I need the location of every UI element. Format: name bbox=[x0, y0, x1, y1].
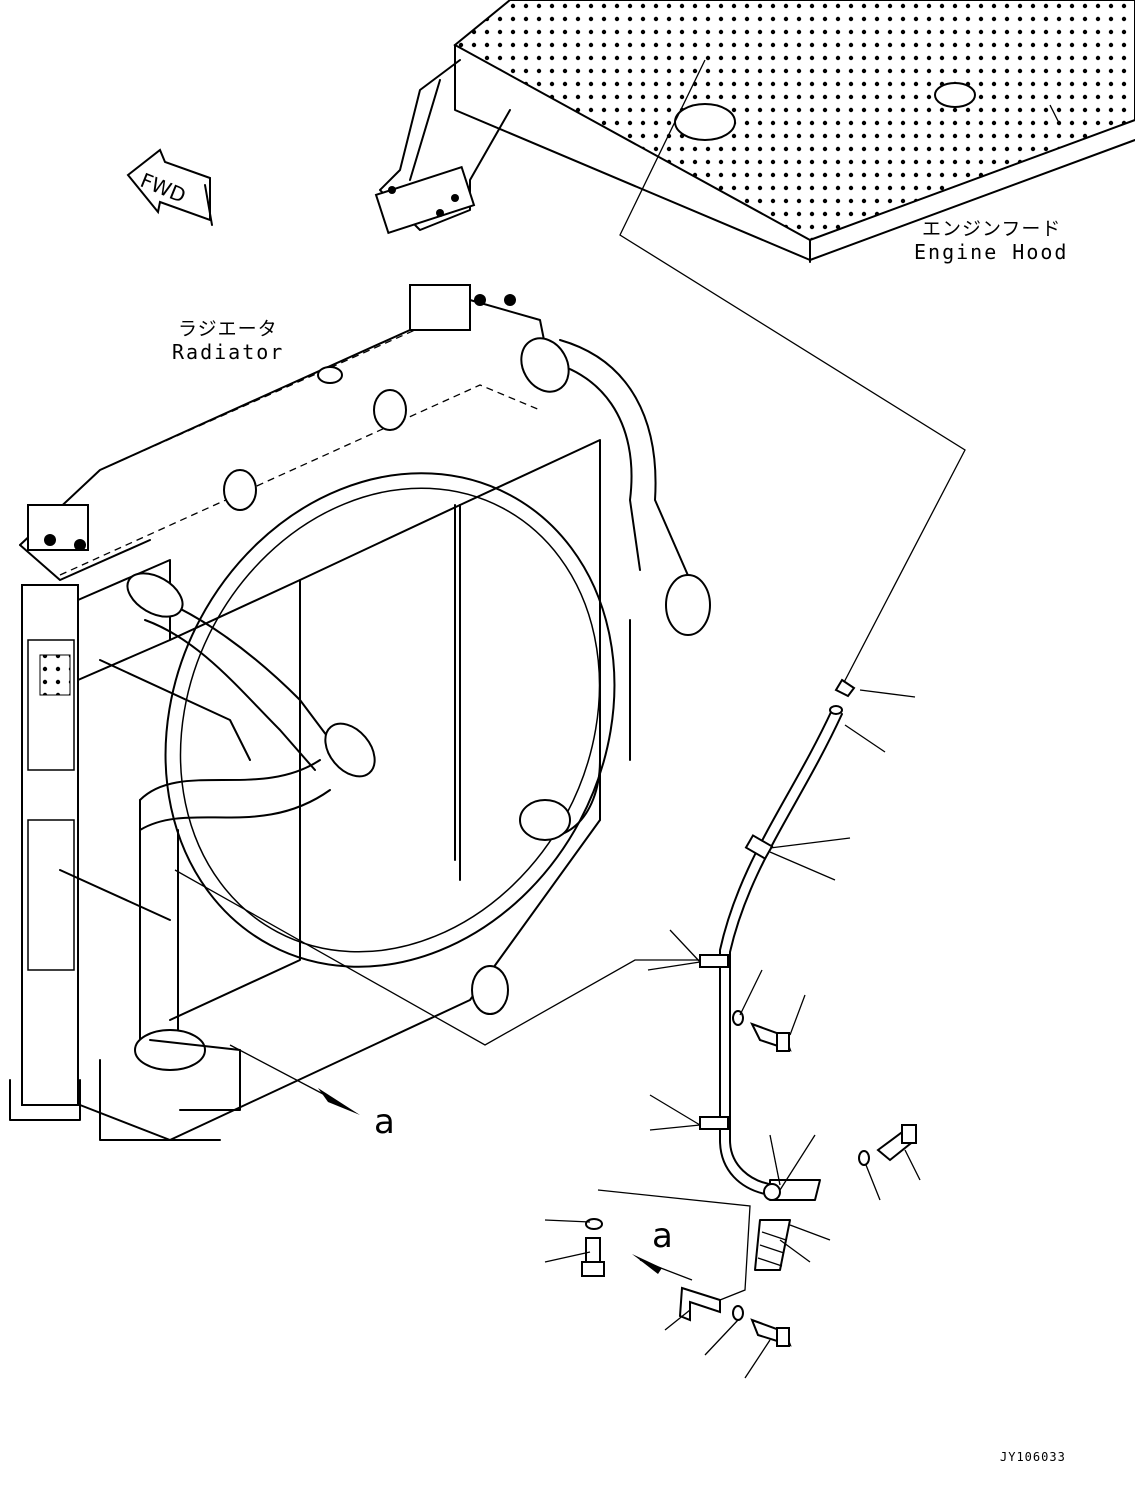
radiator-label-jp: ラジエータ bbox=[178, 318, 278, 340]
engine-hood-label-jp: エンジンフード bbox=[922, 218, 1062, 240]
fwd-arrow bbox=[126, 148, 213, 226]
drawing-code: JY106033 bbox=[1000, 1450, 1066, 1464]
tube-assembly bbox=[544, 678, 921, 1379]
view-ref-main: a bbox=[374, 1102, 395, 1142]
radiator bbox=[9, 284, 711, 1141]
engine-hood bbox=[374, 0, 1135, 691]
engine-hood-label-en: Engine Hood bbox=[914, 240, 1069, 264]
view-ref-detail: a bbox=[652, 1216, 673, 1256]
radiator-label-en: Radiator bbox=[172, 340, 285, 364]
